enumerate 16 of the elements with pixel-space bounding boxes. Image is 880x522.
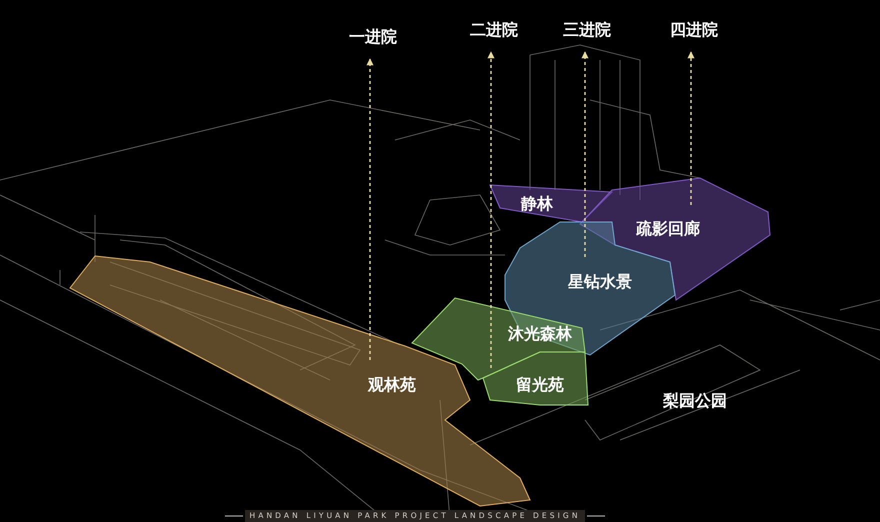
zone-label: 星钻水景 — [568, 273, 632, 291]
courtyard-label: 四进院 — [670, 21, 718, 39]
zone-area — [483, 352, 588, 405]
zone-label: 观林苑 — [368, 376, 416, 394]
leader-arrow — [688, 51, 694, 205]
park-label: 梨园公园 — [663, 392, 727, 410]
leader-arrow — [582, 51, 588, 257]
zone-label: 疏影回廊 — [636, 220, 700, 238]
courtyard-label: 二进院 — [470, 21, 518, 39]
zone-label: 静林 — [521, 195, 553, 213]
zone-label: 留光苑 — [516, 376, 564, 394]
leader-arrow — [366, 58, 374, 360]
courtyard-label: 一进院 — [349, 28, 397, 46]
leader-arrow — [488, 51, 494, 368]
courtyard-label: 三进院 — [563, 21, 611, 39]
zone-label: 沐光森林 — [508, 325, 572, 343]
